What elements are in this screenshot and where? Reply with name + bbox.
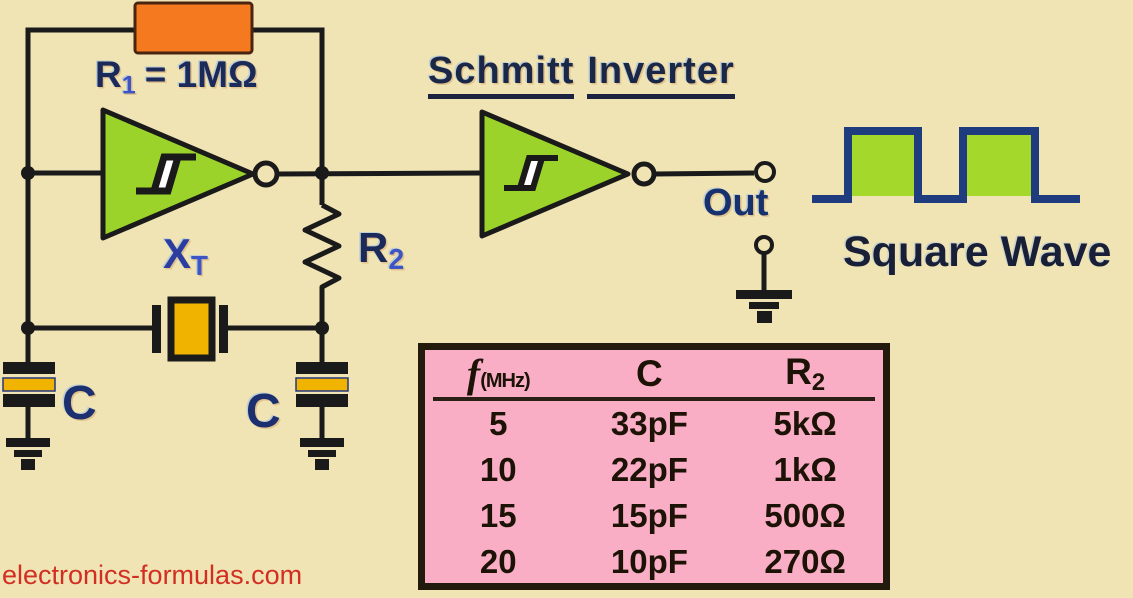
header-frequency: f(MHz): [466, 351, 531, 396]
watermark: electronics-formulas.com: [2, 560, 303, 590]
capacitor-left-icon: [2, 362, 56, 407]
inverter-1-symbol: [100, 107, 256, 241]
capacitor-right-label: C: [246, 385, 281, 438]
ground-icon: [6, 438, 50, 470]
capacitor-left-label: C: [62, 377, 97, 430]
inverter-1-bubble: [252, 160, 280, 188]
resistor-r1-body: [133, 1, 254, 55]
r1-value-label: R1= 1MΩ: [95, 54, 258, 100]
header-r2: R2: [785, 350, 826, 396]
cell-c: 10pF: [610, 543, 688, 580]
cell-f: 15: [479, 497, 517, 534]
table-header-separator: [433, 397, 875, 401]
crystal-icon: [152, 296, 228, 362]
crystal-label: XT: [163, 230, 208, 281]
cell-r2: 1kΩ: [773, 451, 837, 488]
interstage-wire: [276, 170, 483, 177]
junction-dot: [315, 166, 329, 180]
junction-dot: [21, 166, 35, 180]
out-label: Out: [703, 182, 769, 224]
table-row: 15 15pF 500Ω: [425, 493, 883, 539]
table-header-row: f(MHz) C R2: [425, 350, 883, 397]
hysteresis-icon: [504, 155, 558, 191]
header-capacitance: C: [636, 352, 663, 394]
square-wave-icon: [812, 127, 1080, 203]
table-row: 10 22pF 1kΩ: [425, 447, 883, 493]
table-row: 5 33pF 5kΩ: [425, 401, 883, 447]
cell-f: 5: [489, 405, 508, 442]
cell-r2: 500Ω: [764, 497, 846, 534]
cell-f: 10: [479, 451, 517, 488]
ground-icon: [736, 290, 792, 323]
inverter-2-bubble: [631, 161, 657, 187]
hysteresis-icon: [136, 153, 196, 195]
cell-c: 15pF: [610, 497, 688, 534]
capacitor-right-icon: [295, 362, 349, 407]
cell-c: 22pF: [610, 451, 688, 488]
cell-c: 33pF: [610, 405, 688, 442]
ground-terminal: [754, 235, 774, 255]
cell-r2: 270Ω: [764, 543, 846, 580]
output-wire: [653, 170, 755, 177]
junction-dot: [21, 321, 35, 335]
inverter-2-symbol: [479, 109, 631, 239]
resistor-r2-zigzag: [302, 202, 342, 362]
r2-label: R2: [358, 224, 405, 277]
output-terminal: [754, 161, 776, 183]
table-row: 20 10pF 270Ω: [425, 539, 883, 585]
cell-r2: 5kΩ: [773, 405, 837, 442]
square-wave-label: Square Wave: [843, 228, 1112, 276]
cell-f: 20: [479, 543, 517, 580]
ground-icon: [300, 438, 344, 470]
frequency-component-table: f(MHz) C R2 5 33pF 5kΩ 10 22pF 1kΩ 15 15…: [418, 343, 890, 590]
junction-dot: [315, 321, 329, 335]
